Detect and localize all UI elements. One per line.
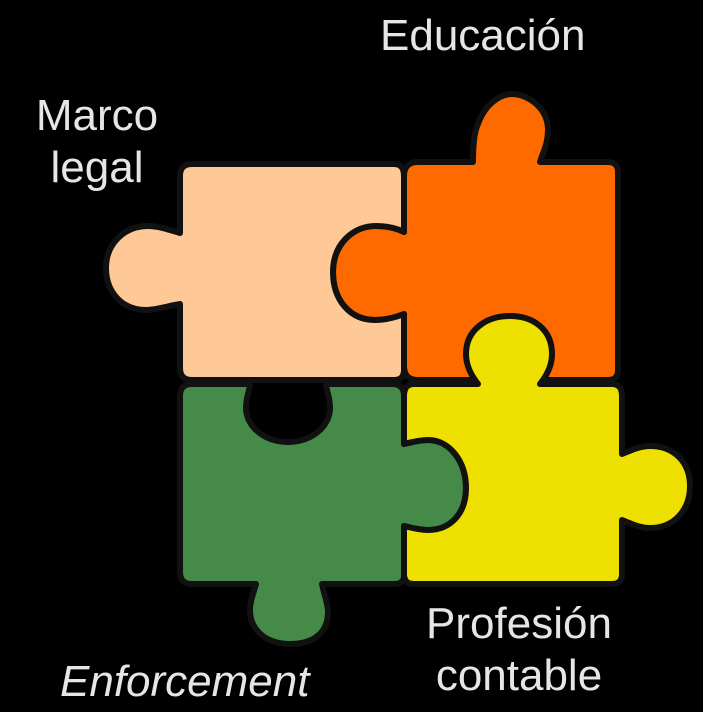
label-profesion-line1: Profesión (426, 599, 612, 648)
label-educacion: Educación (380, 11, 586, 60)
label-marco-line2: legal (50, 143, 144, 192)
label-marco-legal: Marco legal (22, 90, 172, 194)
label-marco-line1: Marco (35, 91, 159, 140)
piece-profesion-contable (401, 313, 693, 587)
label-profesion-contable: Profesión contable (404, 598, 634, 702)
piece-marco-legal (103, 161, 407, 383)
label-enforcement: Enforcement (60, 657, 310, 706)
label-profesion-line2: contable (435, 651, 603, 700)
